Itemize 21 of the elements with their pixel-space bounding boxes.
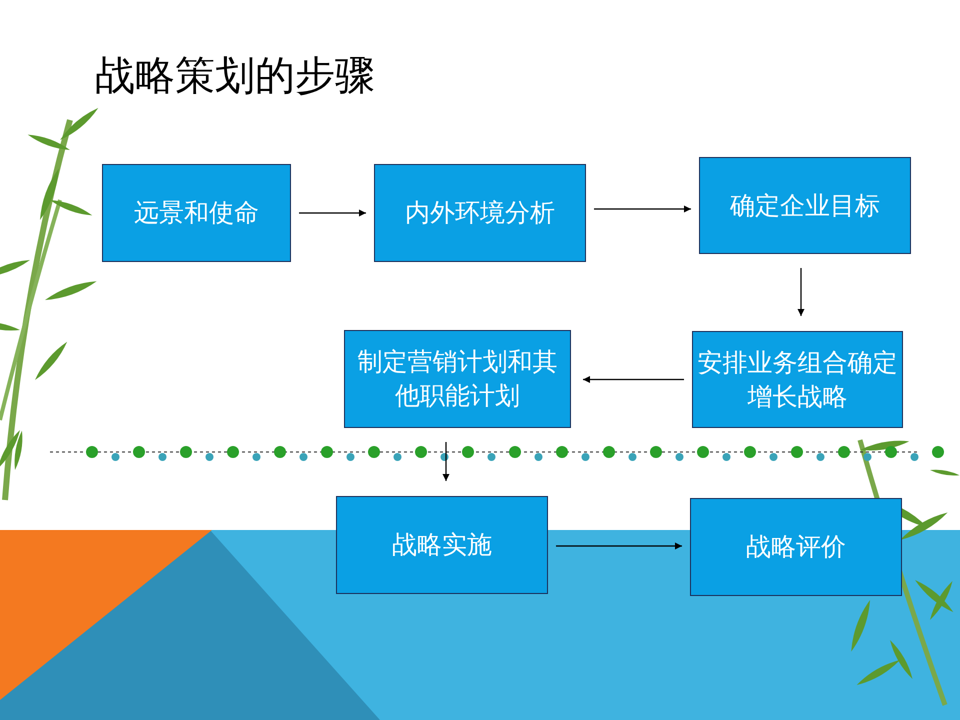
box-label: 确定企业目标 [729, 190, 881, 222]
process-box [692, 331, 903, 428]
process-box [102, 164, 291, 262]
box-label: 战略评价 [745, 531, 847, 564]
arrow [583, 376, 684, 383]
arrow [442, 442, 450, 481]
arrow [594, 206, 691, 212]
title: 战略策划的步骤 [95, 52, 375, 101]
arrow [556, 542, 682, 550]
arrow [299, 210, 366, 216]
arrow [798, 268, 804, 316]
process-box [344, 330, 571, 428]
box-label: 安排业务组合确定增长战略 [696, 346, 898, 412]
process-box [374, 164, 586, 262]
process-box [699, 157, 911, 254]
process-box [690, 498, 902, 596]
box-label: 制定营销计划和其他职能计划 [356, 346, 558, 412]
box-label: 内外环境分析 [404, 197, 556, 230]
box-label: 远景和使命 [133, 197, 260, 230]
process-box [336, 496, 548, 594]
box-label: 战略实施 [391, 529, 493, 562]
